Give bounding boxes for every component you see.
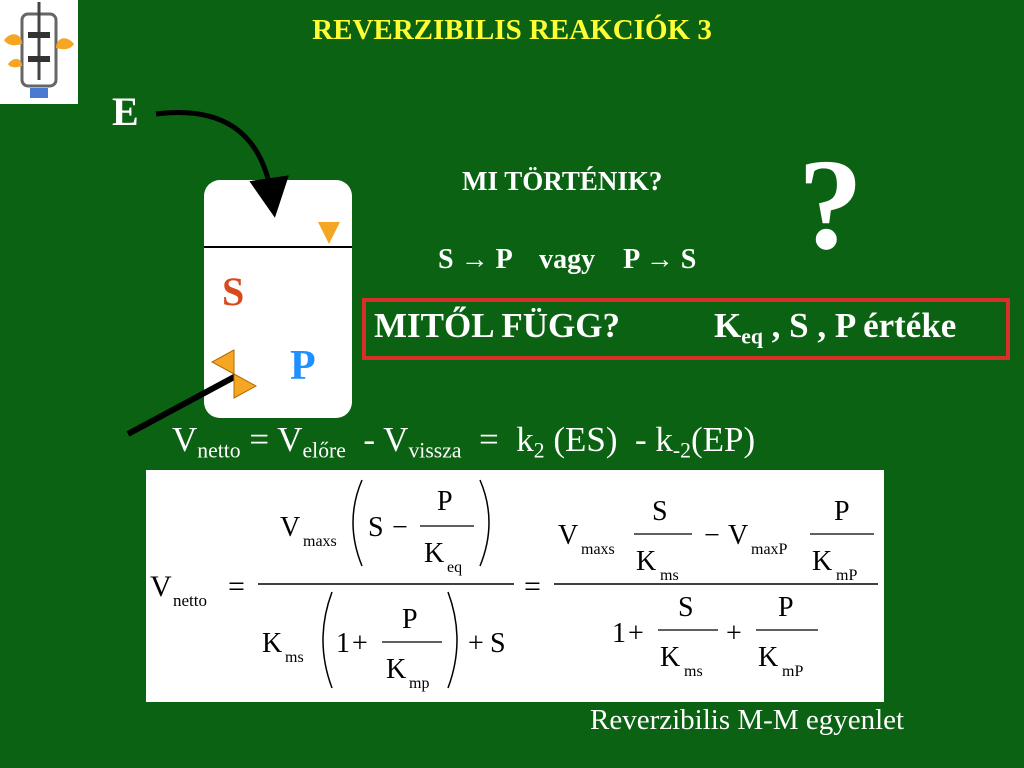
- eq-netto-sub: netto: [173, 591, 207, 610]
- den1-plus: +: [352, 628, 368, 659]
- minus-1: -: [345, 420, 384, 459]
- k2: k: [516, 420, 534, 459]
- num1-v: V: [280, 512, 300, 543]
- den1-ms: ms: [285, 649, 304, 666]
- num1-p: P: [437, 486, 453, 517]
- substrate-label: S: [222, 269, 245, 314]
- num2-maxs: maxs: [581, 541, 615, 558]
- num1-keq-sub: eq: [447, 559, 462, 576]
- den2-plus: +: [628, 618, 644, 649]
- equation-box: V netto = V maxs S − P K eq K ms 1 + P K…: [146, 470, 884, 702]
- den1-p: P: [402, 604, 418, 635]
- keq-k: K: [714, 306, 742, 345]
- num1-k: K: [424, 538, 444, 569]
- den1-k2: K: [386, 654, 406, 685]
- v-elore: V: [277, 420, 303, 459]
- den1-one: 1: [336, 628, 350, 659]
- paren-right-2: [447, 591, 458, 689]
- product-label: P: [290, 343, 316, 389]
- es-term: (ES) -: [544, 420, 656, 459]
- num1-minus: −: [392, 512, 408, 543]
- depends-values: Keq , S , P értéke: [714, 306, 957, 349]
- num2-v2: V: [728, 520, 748, 551]
- eq-equals-2: =: [524, 570, 541, 603]
- num2-mp: mP: [836, 567, 857, 584]
- den2-k: K: [660, 642, 680, 673]
- depends-label: MITŐL FÜGG?: [374, 306, 620, 345]
- num2-p: P: [834, 496, 850, 527]
- den2-mp: mP: [782, 663, 803, 680]
- v-vissza-sub: vissza: [408, 438, 462, 463]
- paren-left-2: [322, 591, 333, 689]
- num1-maxs: maxs: [303, 533, 337, 550]
- k2-sub: 2: [533, 438, 545, 463]
- num2-k2: K: [812, 546, 832, 577]
- num2-ms: ms: [660, 567, 679, 584]
- equals-1: =: [240, 420, 278, 459]
- paren-left-1: [352, 479, 363, 567]
- v-netto: V: [172, 420, 198, 459]
- den2-ms: ms: [684, 663, 703, 680]
- enzyme-label: E: [112, 89, 139, 134]
- num2-s: S: [652, 496, 668, 527]
- den2-one: 1: [612, 618, 626, 649]
- level-indicator-icon: [318, 222, 340, 244]
- ep-term: (EP): [690, 420, 756, 459]
- depends-frame: [362, 298, 1010, 360]
- slide-title: REVERZIBILIS REAKCIÓK 3: [312, 14, 712, 46]
- depends-rest: , S , P értéke: [762, 306, 957, 345]
- outlet-pipe: [126, 373, 238, 437]
- den2-k2: K: [758, 642, 778, 673]
- caption: Reverzibilis M-M egyenlet: [590, 704, 905, 736]
- direction-forward: S → P: [438, 244, 512, 275]
- direction-line: S → P vagy P → S: [438, 244, 696, 276]
- den1-k: K: [262, 628, 282, 659]
- eq-v: V: [150, 570, 172, 603]
- paren-right-1: [479, 479, 490, 567]
- num2-maxp: maxP: [751, 541, 788, 558]
- v-vissza: V: [383, 420, 409, 459]
- den1-mp: mp: [409, 675, 429, 692]
- num1-s: S: [368, 512, 384, 543]
- velocity-equation: Vnetto = Velőre - Vvissza = k2 (ES) - k-…: [172, 420, 756, 463]
- k-minus2-sub: -2: [672, 438, 691, 463]
- direction-or: vagy: [539, 244, 596, 275]
- eq-equals-1: =: [228, 570, 245, 603]
- den1-s: S: [490, 628, 506, 659]
- direction-backward: P → S: [623, 244, 697, 275]
- valve-icon-top: [210, 349, 235, 375]
- question-text: MI TÖRTÉNIK?: [462, 166, 663, 196]
- equals-2: =: [461, 420, 517, 459]
- mm-equation: V netto = V maxs S − P K eq K ms 1 + P K…: [150, 479, 878, 692]
- k-minus2: k: [655, 420, 673, 459]
- den2-plus2: +: [726, 618, 742, 649]
- keq-sub: eq: [741, 324, 763, 349]
- liquid-level-line: [204, 246, 352, 248]
- num2-minus: −: [704, 520, 720, 551]
- den2-p: P: [778, 592, 794, 623]
- question-mark: ?: [798, 133, 863, 277]
- valve-icon-bottom: [233, 373, 258, 399]
- den1-plus2: +: [468, 628, 484, 659]
- den2-s: S: [678, 592, 694, 623]
- v-netto-sub: netto: [197, 438, 241, 463]
- v-elore-sub: előre: [302, 438, 346, 463]
- feed-arrow-icon: [155, 110, 289, 218]
- bioreactor-logo: [0, 0, 78, 104]
- num2-k: K: [636, 546, 656, 577]
- num2-v: V: [558, 520, 578, 551]
